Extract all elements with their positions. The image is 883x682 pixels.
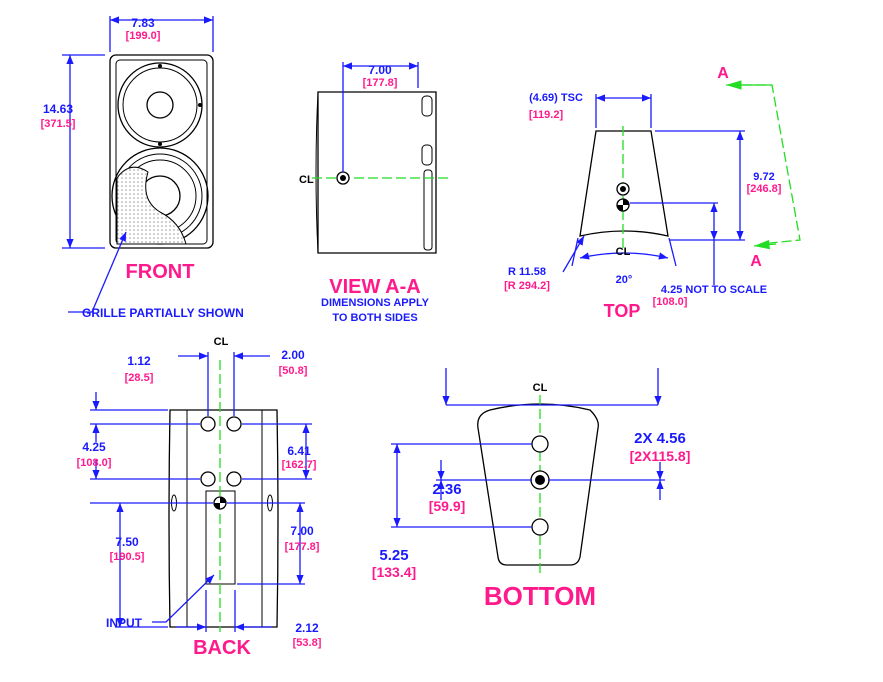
- back-view-title: BACK: [193, 637, 251, 659]
- grille-note: GRILLE PARTIALLY SHOWN: [82, 306, 244, 320]
- aa-depth-metric: [177.8]: [363, 77, 398, 89]
- top-radius-dim: R 11.58: [508, 266, 546, 278]
- section-a-top-label: A: [717, 65, 729, 82]
- bottom-dim-2: 2.36: [432, 481, 461, 498]
- front-view-title: FRONT: [126, 261, 195, 283]
- back-dim-7: 2.12: [295, 621, 319, 635]
- view-aa-note-1: DIMENSIONS APPLY: [321, 297, 430, 309]
- top-depth-metric: [246.8]: [747, 183, 782, 195]
- bottom-view-title: BOTTOM: [484, 581, 596, 611]
- back-view: [90, 352, 312, 632]
- back-dim-5: 7.50: [115, 535, 139, 549]
- top-nts-metric: [108.0]: [653, 296, 688, 308]
- back-centerline-label: CL: [214, 336, 229, 348]
- view-aa-title: VIEW A-A: [329, 276, 420, 298]
- front-width-dim: 7.83: [131, 16, 155, 30]
- bottom-dim-3-metric: [133.4]: [372, 564, 416, 580]
- view-aa: [312, 62, 452, 254]
- aa-centerline-label: CL: [299, 174, 314, 186]
- back-dim-1-metric: [28.5]: [125, 372, 154, 384]
- top-view: [562, 80, 801, 285]
- front-height-metric: [371.5]: [41, 118, 76, 130]
- back-dim-5-metric: [190.5]: [110, 551, 145, 563]
- back-dim-2-metric: [50.8]: [279, 365, 308, 377]
- front-view: [62, 16, 214, 313]
- back-dim-3-metric: [108.0]: [77, 457, 112, 469]
- top-radius-metric: [R 294.2]: [504, 280, 550, 292]
- bottom-view: [391, 368, 665, 575]
- top-tsc-dim: (4.69) TSC: [529, 92, 583, 104]
- back-dim-7-metric: [53.8]: [293, 637, 322, 649]
- section-a-bottom-label: A: [750, 253, 762, 270]
- view-aa-note-2: TO BOTH SIDES: [332, 312, 417, 324]
- top-nts-dim: 4.25 NOT TO SCALE: [661, 284, 767, 296]
- front-width-metric: [199.0]: [126, 30, 161, 42]
- front-height-dim: 14.63: [43, 102, 73, 116]
- bottom-dim-2-metric: [59.9]: [429, 498, 466, 514]
- back-dim-1: 1.12: [127, 354, 151, 368]
- top-angle-dim: 20°: [616, 274, 633, 286]
- bottom-dim-1: 2X 4.56: [634, 430, 686, 447]
- top-view-title: TOP: [604, 301, 641, 321]
- back-dim-4-metric: [162.7]: [282, 459, 317, 471]
- top-depth-dim: 9.72: [753, 171, 774, 183]
- back-dim-6-metric: [177.8]: [285, 541, 320, 553]
- top-tsc-metric: [119.2]: [529, 109, 564, 121]
- top-centerline-label: CL: [616, 246, 631, 258]
- back-dim-4: 6.41: [287, 444, 311, 458]
- back-dim-6: 7.00: [290, 524, 314, 538]
- aa-depth-dim: 7.00: [368, 63, 392, 77]
- back-dim-2: 2.00: [281, 348, 305, 362]
- back-dim-3: 4.25: [82, 440, 106, 454]
- input-note: INPUT: [106, 616, 143, 630]
- bottom-dim-3: 5.25: [379, 547, 408, 564]
- bottom-centerline-label: CL: [533, 382, 548, 394]
- bottom-dim-1-metric: [2X115.8]: [630, 448, 691, 464]
